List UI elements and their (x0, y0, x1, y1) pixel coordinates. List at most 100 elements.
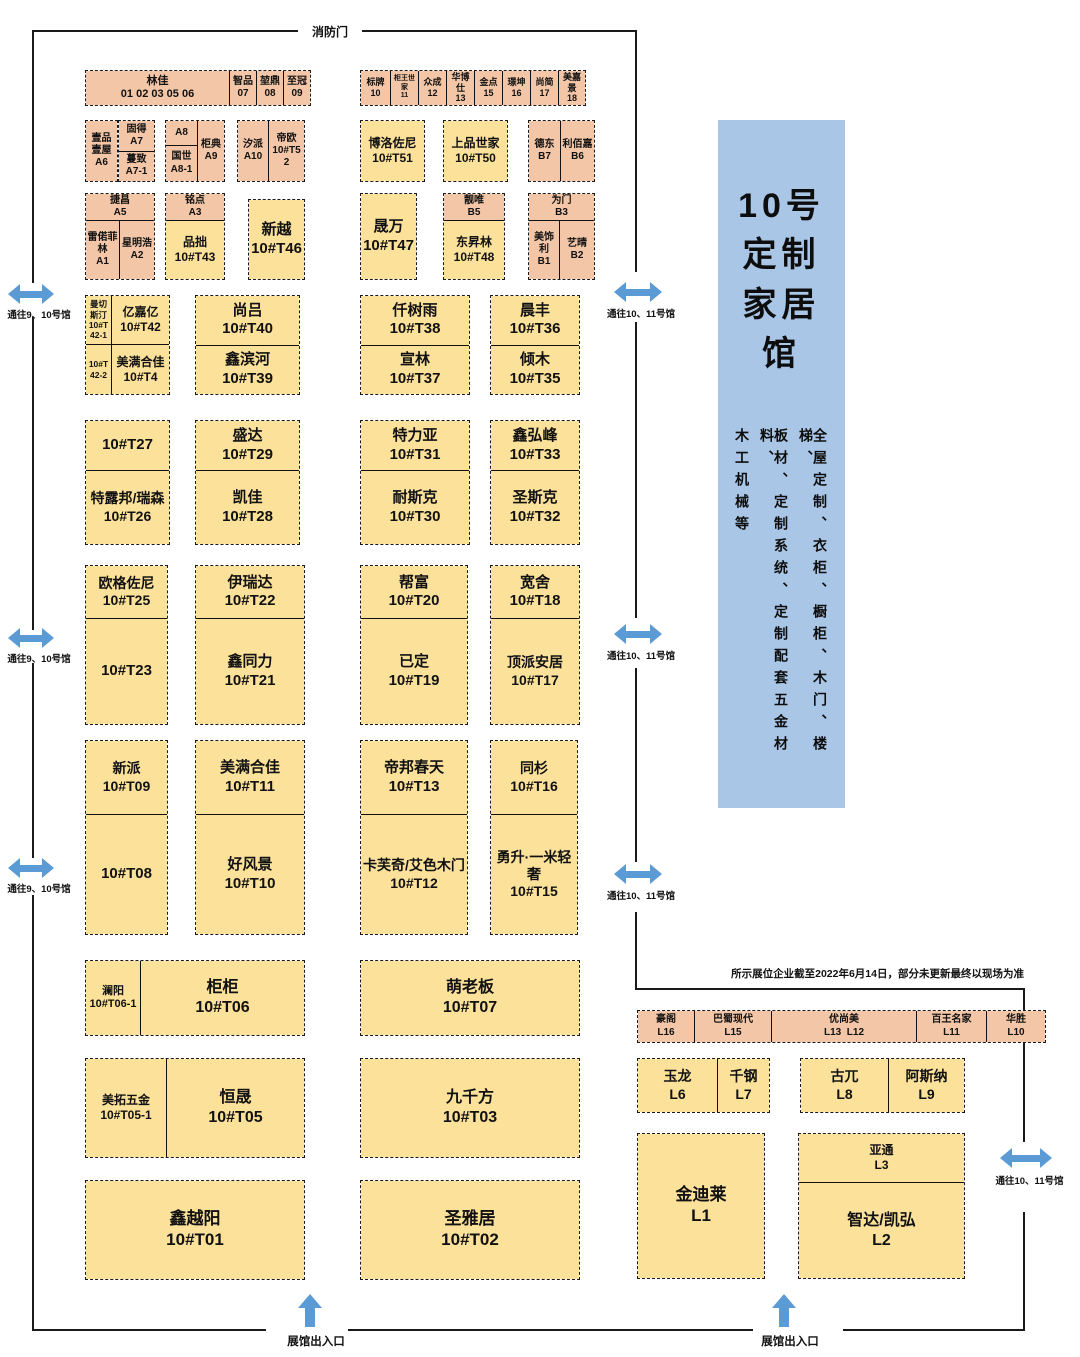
booth-name: 华博仕 (451, 71, 470, 93)
booth-id: 10#T02 (441, 1230, 499, 1249)
booth-id: B5 (467, 207, 481, 218)
booth-name: 鑫越阳 (169, 1209, 221, 1229)
booth-id: 10#T50 (455, 151, 496, 165)
arrow-bar (19, 634, 43, 642)
fire-door-label: 消防门 (298, 23, 362, 40)
booth-id: 11 (400, 92, 409, 100)
booth-id: 13 (455, 93, 466, 104)
booth-name: 九千方 (445, 1089, 494, 1107)
booth-name: 卡芙奇/艾色木门 (363, 857, 465, 874)
booth-name: 蔓致 (126, 154, 147, 166)
booth-name: 澜阳 (102, 984, 124, 997)
booth-id: 10#T19 (388, 671, 440, 689)
booth-id: 10#T06 (195, 999, 250, 1016)
booth-id: 10#T52 (272, 144, 301, 169)
booth-name: 国世 (171, 151, 192, 163)
booth-id: L2 (872, 1231, 891, 1249)
booth-id: A5 (113, 207, 127, 218)
booth-id: L3 (874, 1158, 889, 1172)
booth-name: 阿斯纳 (905, 1068, 948, 1085)
passage-arrow-left-3 (8, 858, 54, 878)
booth-id: 10#T27 (102, 436, 153, 454)
booth-name: 汐派 (243, 138, 263, 150)
booth-name: 利佰嘉 (562, 138, 593, 150)
booth-id: 10#T10 (224, 874, 276, 892)
booth-id: 10#T42 (120, 320, 161, 334)
hall-title-panel: 10号 定制 家居 馆 全屋定制、衣柜、橱柜、木门、楼梯、 板材、定制系统、定制… (718, 120, 845, 808)
booth-name: 标牌 (366, 77, 385, 88)
border-mid-horizontal (635, 988, 1025, 990)
booth-id: 10#T46 (251, 239, 302, 257)
booth-10T42-2: 10#T42-2 (86, 344, 111, 394)
border-top-1 (32, 30, 300, 32)
booth-name: 华胜 (1006, 1014, 1026, 1026)
booth-id: 10#T18 (509, 592, 561, 609)
booth-id: 10#T32 (509, 507, 561, 525)
booth-id: 10#T26 (103, 507, 152, 524)
booth-name: 东昇林 (455, 235, 492, 250)
booth-name: 至冠 (287, 75, 307, 87)
booth-id: 10#T51 (372, 151, 413, 165)
arrow-bar (19, 864, 43, 872)
booth-id: L15 (724, 1026, 742, 1038)
booth-name: 星明浩 (122, 237, 152, 249)
entrance-label-right: 展馆出入口 (761, 1336, 819, 1348)
booth-id: 10#T05-1 (100, 1108, 152, 1122)
booth-name: 千钢 (729, 1068, 758, 1085)
booth-name: 柜柜 (206, 979, 239, 997)
booth-id: L7 (735, 1085, 752, 1102)
booth-name: 顶派安居 (507, 654, 563, 671)
passage-label-right-1: 通往10、11号馆 (606, 309, 676, 320)
entrance-arrow-left (298, 1294, 322, 1327)
booth-id: 10#T43 (174, 250, 216, 264)
booth-name: 璟坤 (507, 77, 526, 88)
border-left-4 (32, 895, 34, 1331)
border-left-2 (32, 317, 34, 630)
border-left-3 (32, 663, 34, 858)
border-right-4 (635, 912, 637, 990)
passage-arrow-right-3 (614, 864, 662, 884)
